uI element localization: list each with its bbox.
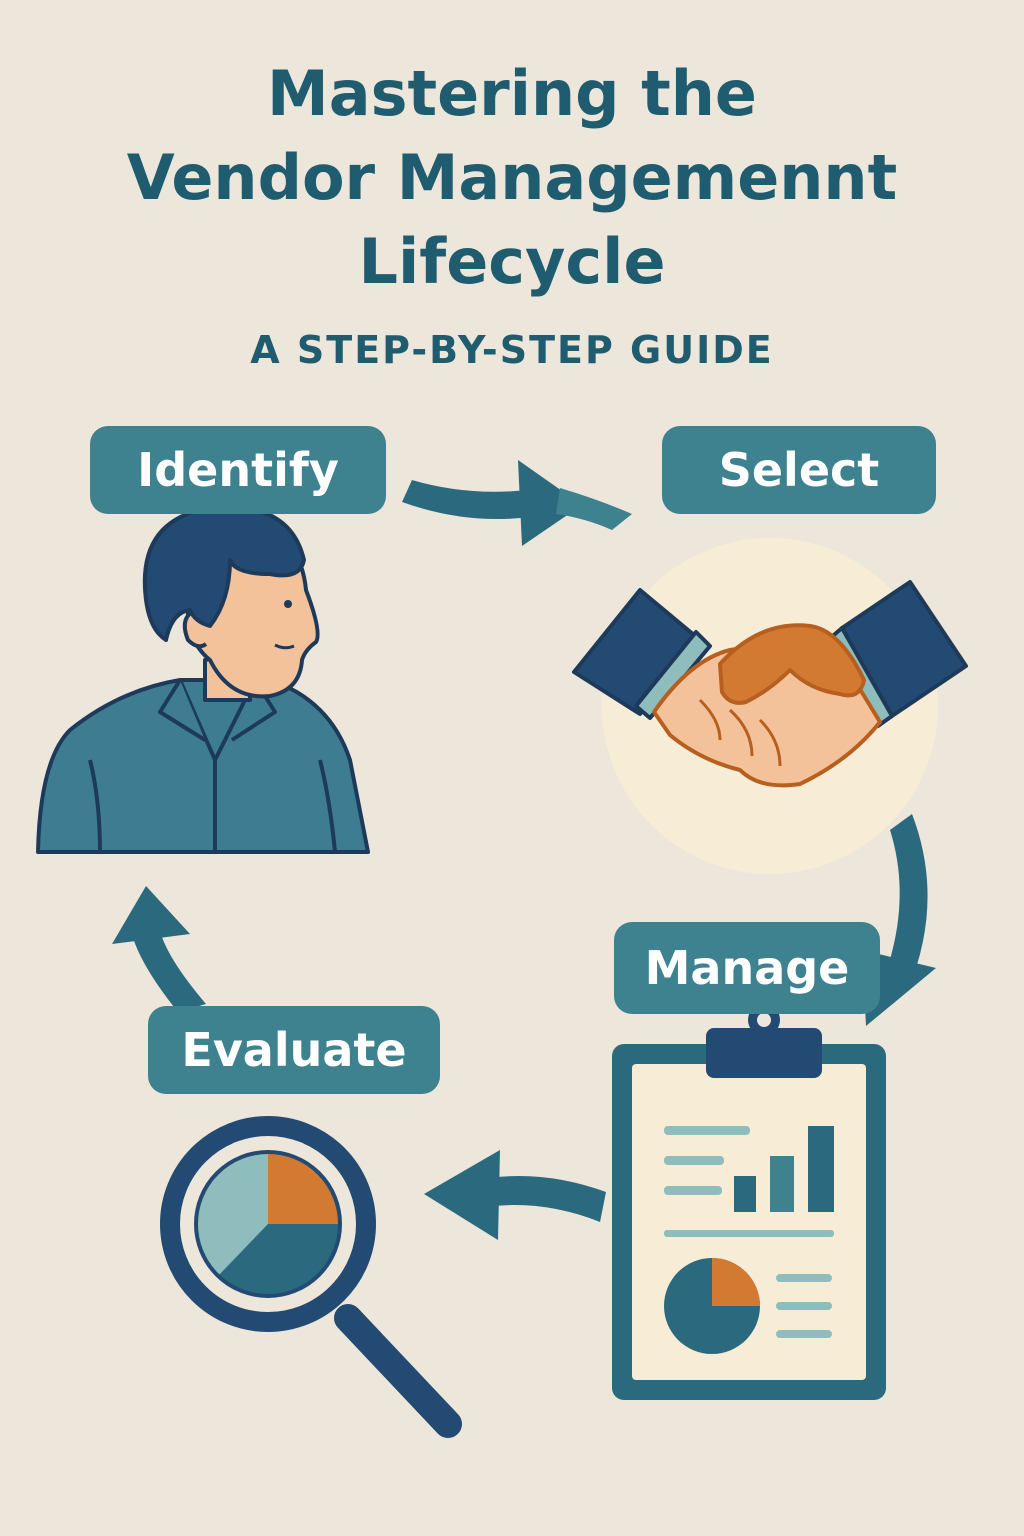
step-manage: Manage bbox=[614, 922, 880, 1014]
step-evaluate-label: Evaluate bbox=[181, 1023, 407, 1077]
step-manage-label: Manage bbox=[644, 941, 850, 995]
handshake-icon bbox=[572, 538, 968, 874]
page-title: Mastering the Vendor Managemennt Lifecyc… bbox=[0, 52, 1024, 304]
title-line-2: Vendor Managemennt bbox=[126, 141, 898, 214]
person-icon bbox=[36, 505, 370, 854]
title-line-3: Lifecycle bbox=[358, 225, 666, 298]
magnifier-pie-chart-icon bbox=[160, 1116, 462, 1438]
step-select-label: Select bbox=[718, 443, 880, 497]
step-select: Select bbox=[662, 426, 936, 514]
page-subtitle: A STEP-BY-STEP GUIDE bbox=[250, 328, 774, 372]
title-line-1: Mastering the bbox=[267, 57, 757, 130]
arrow-manage-to-evaluate-icon bbox=[424, 1150, 606, 1240]
arrow-identify-to-select-icon bbox=[402, 460, 632, 546]
step-evaluate: Evaluate bbox=[148, 1006, 440, 1094]
arrow-select-to-manage-icon bbox=[862, 814, 936, 1026]
step-identify: Identify bbox=[90, 426, 386, 514]
arrow-evaluate-to-identify-icon bbox=[112, 886, 206, 1012]
step-identify-label: Identify bbox=[137, 443, 339, 497]
clipboard-report-icon bbox=[612, 1004, 886, 1400]
